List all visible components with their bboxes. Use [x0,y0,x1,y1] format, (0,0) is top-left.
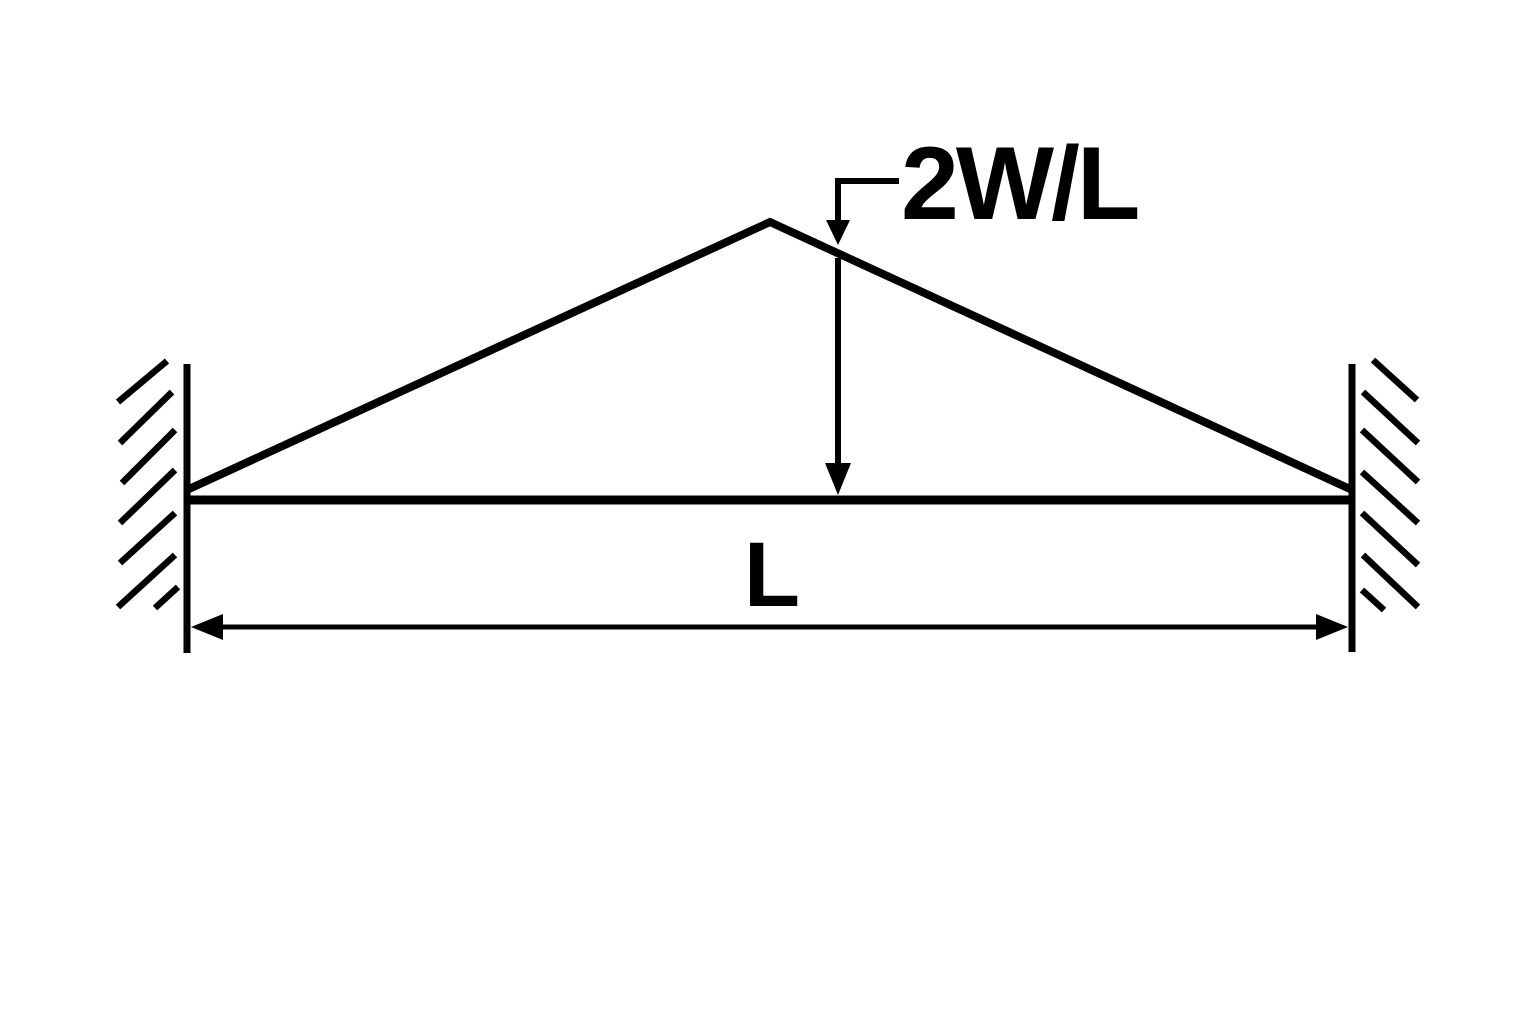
diagram-strokes [115,178,1421,653]
hatch-line-short [152,584,181,611]
right-wall-hatching [1359,357,1421,613]
load-magnitude-label: 2W/L [901,126,1138,242]
left-wall-hatching [115,358,181,611]
load-down-arrowhead-icon [825,463,851,495]
hatch-line [119,427,178,486]
hatch-line [117,467,178,526]
hatch-line [1360,552,1421,610]
triangular-load-outline [187,217,1352,493]
hatch-line [117,389,175,446]
hatch-line-short [1359,587,1387,613]
span-length-label: L [744,524,800,626]
dimension-right-arrowhead-icon [1316,614,1348,640]
hatch-line [1370,357,1420,403]
hatch-line [115,358,170,405]
fixed-support-right [1348,357,1421,652]
hatch-line [1359,427,1421,485]
leader-down-arrowhead-icon [826,220,850,245]
hatch-line [1360,389,1421,446]
hatch-line [117,510,178,566]
diagram-fills: 2W/L L [191,126,1348,640]
fixed-support-left [115,358,191,653]
dimension-left-arrowhead-icon [191,614,223,640]
hatch-line [1359,510,1421,568]
load-label-leader-line [835,178,899,221]
hatch-line [115,552,178,610]
hatch-line [1359,469,1421,526]
